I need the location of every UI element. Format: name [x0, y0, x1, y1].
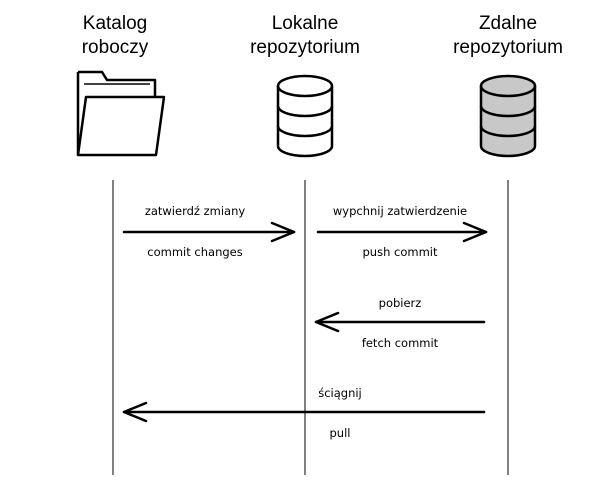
participant-label-line2: repozytorium	[250, 37, 360, 58]
participant-label-line1: Katalog	[82, 13, 148, 34]
arrow-commit	[122, 221, 296, 243]
participant-heading-working: Katalog roboczy	[40, 12, 190, 60]
message-label-below: pull	[329, 426, 351, 440]
participant-label-line2: repozytorium	[453, 37, 563, 58]
message-label-above: zatwierdź zmiany	[144, 204, 246, 218]
arrow-fetch	[314, 311, 486, 333]
message-label-above: pobierz	[378, 296, 422, 310]
participant-heading-remote: Zdalne repozytorium	[433, 12, 583, 60]
message-label-below: fetch commit	[361, 336, 439, 350]
participant-label-line1: Lokalne	[271, 13, 339, 34]
message-label-above: wypchnij zatwierdzenie	[332, 204, 468, 218]
message-label-above: ściągnij	[318, 386, 362, 400]
folder-icon	[76, 70, 166, 157]
message-label-below: commit changes	[147, 245, 243, 259]
database-icon	[276, 74, 334, 158]
participant-label-line1: Zdalne	[478, 13, 538, 34]
arrow-pull	[122, 401, 486, 423]
message-label-below: push commit	[362, 245, 438, 259]
participant-heading-local: Lokalne repozytorium	[230, 12, 380, 60]
arrow-push	[316, 221, 488, 243]
database-icon	[479, 74, 537, 158]
participant-label-line2: roboczy	[81, 37, 149, 58]
